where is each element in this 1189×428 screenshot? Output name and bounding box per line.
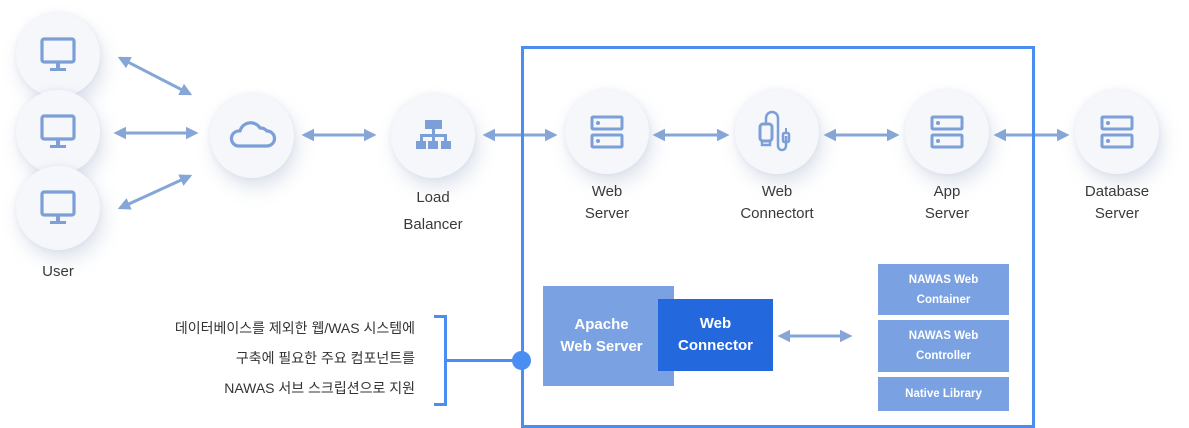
load-balancer-node[interactable]	[391, 94, 475, 178]
web-connector-block: Web Connector	[658, 299, 773, 371]
web-connector-label: Web Connectort	[740, 183, 814, 222]
monitor-icon	[40, 37, 76, 71]
internet-node[interactable]	[210, 94, 294, 178]
cloud-icon	[229, 121, 277, 148]
nawas-web-container-block: NAWAS Web Container	[878, 264, 1009, 315]
app-server-label: App Server	[924, 183, 970, 222]
monitor-icon	[40, 114, 76, 148]
note-line-1: 데이터베이스를 제외한 웹/WAS 시스템에	[174, 320, 415, 336]
arrow-user3-cloud	[117, 174, 193, 210]
note-line-3: NAWAS 서브 스크립션으로 지원	[224, 380, 415, 396]
web-server-label: Web Server	[584, 183, 630, 222]
user-node-3[interactable]	[16, 166, 100, 250]
server-icon	[1100, 115, 1134, 149]
nawas-web-controller-block: NAWAS Web Controller	[878, 320, 1009, 372]
server-icon	[930, 115, 964, 149]
note-connector-line	[446, 359, 516, 362]
arrow-user1-cloud	[117, 56, 193, 96]
sitemap-icon	[416, 120, 451, 149]
web-server-node[interactable]	[565, 90, 649, 174]
database-server-label: Database Server	[1084, 183, 1150, 222]
user-label: User	[42, 263, 74, 280]
monitor-icon	[40, 190, 76, 224]
apache-web-server-block: Apache Web Server	[543, 286, 674, 386]
database-server-node[interactable]	[1075, 90, 1159, 174]
note-line-2: 구축에 필요한 주요 컴포넌트를	[235, 350, 415, 366]
app-server-node[interactable]	[905, 90, 989, 174]
web-connector-node[interactable]	[735, 90, 819, 174]
note-bracket	[434, 315, 447, 406]
nawas-subscription-boundary	[521, 46, 1035, 428]
load-balancer-label: Load Balancer	[403, 189, 463, 233]
user-node-2[interactable]	[16, 90, 100, 174]
note-anchor-dot	[512, 351, 531, 370]
server-icon	[590, 115, 624, 149]
user-node-1[interactable]	[16, 13, 100, 97]
native-library-block: Native Library	[878, 377, 1009, 411]
cable-icon	[758, 110, 791, 152]
